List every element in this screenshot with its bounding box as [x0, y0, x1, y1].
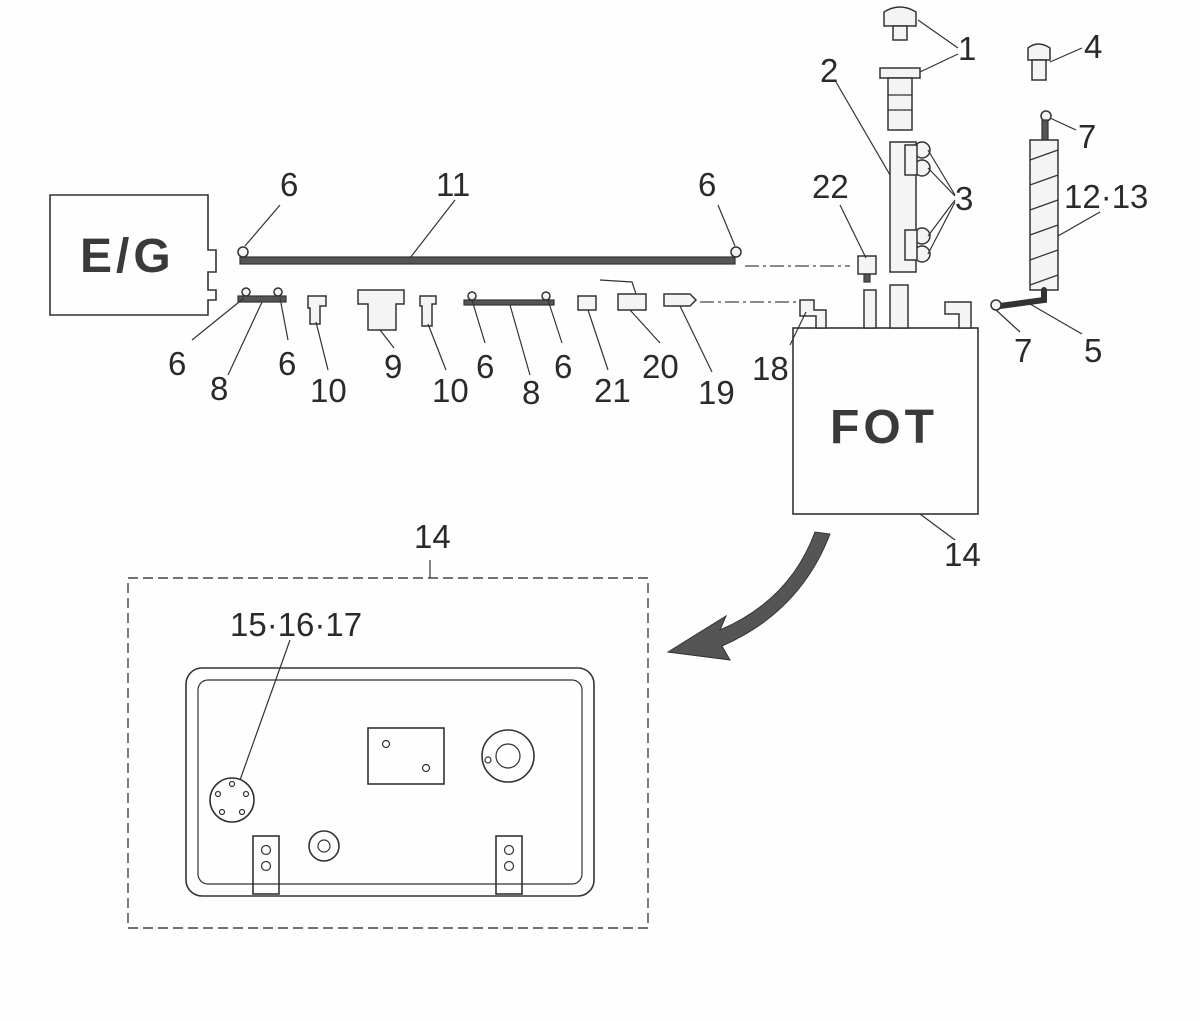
label-6e: 6	[476, 348, 494, 385]
label-10a: 10	[310, 372, 347, 409]
label-1: 1	[958, 30, 976, 67]
label-8a: 8	[210, 370, 228, 407]
label-21: 21	[594, 372, 631, 409]
label-11: 11	[436, 166, 470, 203]
part-labels: 1 2 3 4 5 6 6 6 6 6 6 7 7 8 8 9 10 10 11…	[168, 28, 1148, 643]
filler-assembly	[879, 6, 931, 273]
fitting-22	[857, 255, 877, 283]
label-14-tank: 14	[944, 536, 981, 573]
engine-box-label: E/G	[80, 230, 175, 283]
label-8b: 8	[522, 374, 540, 411]
label-12-13: 12·13	[1064, 178, 1148, 215]
label-7a: 7	[1078, 118, 1096, 155]
engine-box: E/G	[49, 194, 217, 316]
tank-top-detail	[127, 560, 649, 929]
fuel-gauge-unit	[209, 639, 291, 823]
mounting-bracket-left	[252, 835, 280, 895]
label-19: 19	[698, 374, 735, 411]
label-4: 4	[1084, 28, 1102, 65]
label-6a: 6	[280, 166, 298, 203]
label-7b: 7	[1014, 332, 1032, 369]
fuel-tank-label: FOT	[830, 401, 938, 454]
label-15-16-17: 15·16·17	[230, 606, 362, 643]
label-6f: 6	[554, 348, 572, 385]
label-3: 3	[955, 180, 973, 217]
filler-port	[481, 729, 535, 783]
fuel-tank: FOT	[792, 284, 979, 515]
label-10b: 10	[432, 372, 469, 409]
label-9: 9	[384, 348, 402, 385]
leader-lines	[191, 19, 1101, 541]
label-5: 5	[1084, 332, 1102, 369]
parts-row	[237, 279, 800, 331]
detail-arrow	[666, 531, 831, 661]
label-2: 2	[820, 52, 838, 89]
label-14-detail: 14	[414, 518, 451, 555]
label-6b: 6	[698, 166, 716, 203]
fuel-pipe-11	[237, 246, 850, 267]
label-18: 18	[752, 350, 789, 387]
label-6c: 6	[168, 345, 186, 382]
label-22: 22	[812, 168, 849, 205]
mounting-bracket-right	[495, 835, 523, 895]
label-6d: 6	[278, 345, 296, 382]
cover-plate	[367, 727, 445, 785]
vent-pipe	[990, 43, 1059, 311]
small-port	[308, 830, 340, 862]
label-20: 20	[642, 348, 679, 385]
